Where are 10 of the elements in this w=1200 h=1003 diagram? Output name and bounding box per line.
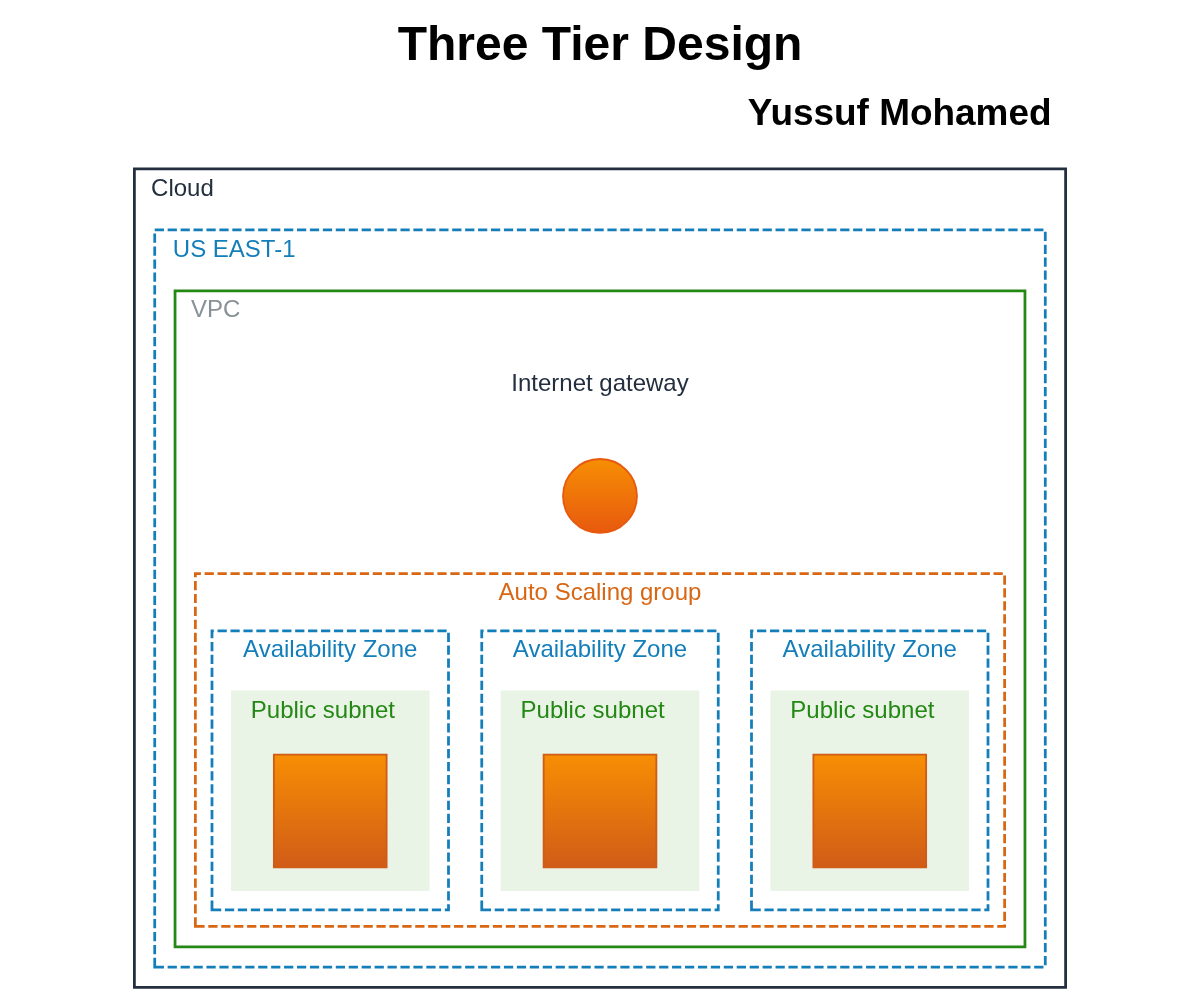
node-picture (272, 753, 388, 869)
diagram-title: Three Tier Design (397, 16, 803, 70)
node-picture (562, 458, 638, 534)
node-picture (542, 753, 658, 869)
cluster: Public subnet (770, 690, 970, 891)
node-picture (812, 753, 928, 869)
label: Yussuf Mohamed (747, 91, 1052, 133)
cluster: Public subnet (230, 690, 430, 891)
node-text: Internet gateway (511, 369, 689, 397)
cluster: Public subnet (500, 690, 700, 891)
